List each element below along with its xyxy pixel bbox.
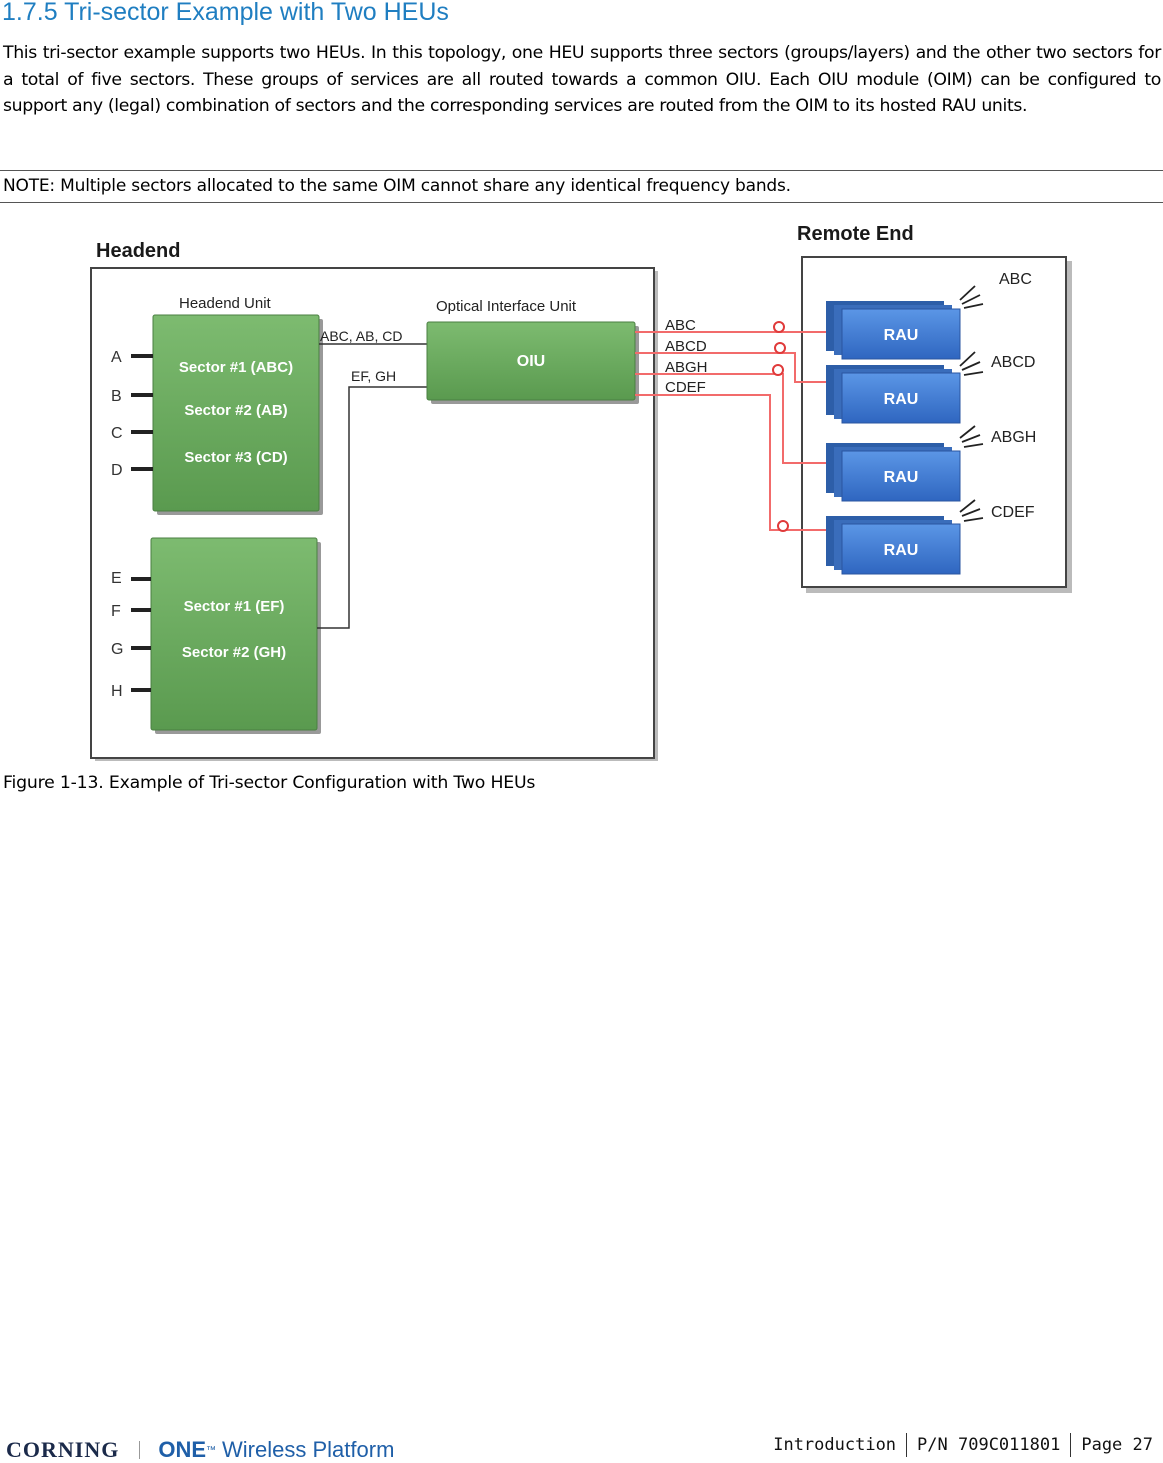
corning-logo: CORNING: [6, 1437, 120, 1462]
link1-label: ABC, AB, CD: [320, 328, 402, 344]
rau-label-1: RAU: [884, 327, 919, 344]
heu1-box: [152, 314, 320, 512]
input-b: B: [111, 388, 122, 405]
heu2-box: [150, 537, 318, 731]
input-f: F: [111, 603, 121, 620]
connector-dots: [772, 321, 789, 532]
input-g: G: [111, 641, 123, 658]
heu1-inputs: A B C D: [111, 349, 153, 479]
figure-caption: Figure 1-13. Example of Tri-sector Confi…: [3, 773, 536, 793]
oiu-title: Optical Interface Unit: [436, 298, 577, 315]
oiu-label: OIU: [517, 353, 545, 370]
output-label-1: ABC: [665, 317, 696, 334]
note-box: NOTE: Multiple sectors allocated to the …: [0, 170, 1163, 203]
rau-service-2: ABCD: [991, 354, 1035, 371]
rau-service-1: ABC: [999, 271, 1032, 288]
heu1-sector-3: Sector #3 (CD): [184, 449, 287, 466]
figure: Headend Remote End Headend Unit Optical …: [0, 210, 1163, 770]
footer-divider: [906, 1433, 908, 1457]
rau-group-2: RAU: [826, 365, 961, 424]
headend-title: Headend: [96, 240, 180, 262]
rau-group-3: RAU: [826, 443, 961, 502]
heu2-sector-1: Sector #1 (EF): [184, 598, 285, 615]
heu2-inputs: E F G H: [111, 570, 151, 700]
note-text: NOTE: Multiple sectors allocated to the …: [3, 176, 791, 196]
heu1-sector-2: Sector #2 (AB): [184, 402, 287, 419]
heu2-sector-2: Sector #2 (GH): [182, 644, 286, 661]
rau-label-4: RAU: [884, 542, 919, 559]
link-heu2-oiu: [317, 386, 428, 629]
footer-section: Introduction: [773, 1435, 897, 1455]
footer-page: Page 27: [1081, 1435, 1153, 1455]
output-label-4: CDEF: [665, 379, 706, 396]
section-heading: 1.7.5 Tri-sector Example with Two HEUs: [2, 0, 449, 26]
output-label-2: ABCD: [665, 338, 707, 355]
oiu-output-links: [635, 331, 826, 531]
heu1-sector-1: Sector #1 (ABC): [179, 359, 293, 376]
body-paragraph: This tri-sector example supports two HEU…: [3, 43, 1161, 116]
input-c: C: [111, 425, 123, 442]
link2-label: EF, GH: [351, 368, 396, 384]
footer-part-number: P/N 709C011801: [917, 1435, 1061, 1455]
rau-label-3: RAU: [884, 469, 919, 486]
footer-divider: [1070, 1433, 1072, 1457]
trademark: ™: [206, 1444, 217, 1456]
output-label-3: ABGH: [665, 359, 708, 376]
input-h: H: [111, 683, 123, 700]
tri-sector-diagram: Headend Remote End Headend Unit Optical …: [90, 223, 1072, 761]
rau-group-4: RAU: [826, 516, 961, 575]
headend-unit-label: Headend Unit: [179, 295, 272, 312]
rau-service-4: CDEF: [991, 504, 1035, 521]
one-logo: ONE: [158, 1437, 207, 1462]
input-e: E: [111, 570, 122, 587]
oiu-output-labels: ABC ABCD ABGH CDEF: [665, 317, 708, 396]
footer-info: Introduction P/N 709C011801 Page 27: [773, 1433, 1153, 1457]
rau-group-1: RAU: [826, 301, 961, 360]
rau-service-3: ABGH: [991, 429, 1036, 446]
platform-name: Wireless Platform: [222, 1437, 395, 1462]
input-a: A: [111, 349, 122, 366]
oiu-box: [426, 321, 636, 401]
input-d: D: [111, 462, 123, 479]
rau-label-2: RAU: [884, 391, 919, 408]
remote-end-title: Remote End: [797, 223, 914, 245]
rau-service-labels: ABC ABCD ABGH CDEF: [991, 271, 1036, 521]
brand-divider: [139, 1441, 141, 1459]
signal-icon: [959, 285, 984, 522]
